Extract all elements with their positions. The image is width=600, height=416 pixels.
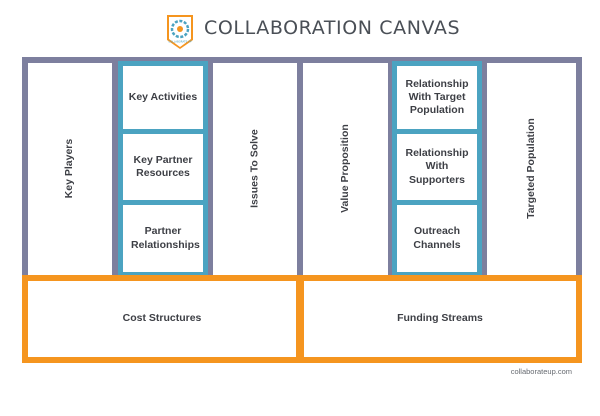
block-partner-relationships: Partner Relationships bbox=[123, 205, 203, 272]
block-outreach-channels: Outreach Channels bbox=[397, 205, 477, 272]
block-issues-to-solve: Issues To Solve bbox=[213, 63, 297, 275]
collaborate-up-logo: COLLABORATE UP bbox=[167, 15, 193, 49]
block-key-activities: Key Activities bbox=[123, 66, 203, 129]
svg-text:COLLABORATE UP: COLLABORATE UP bbox=[168, 40, 192, 44]
block-key-players: Key Players bbox=[28, 63, 112, 275]
block-relationship-supporters: Relationship With Supporters bbox=[397, 134, 477, 200]
page-title: COLLABORATION CANVAS bbox=[204, 17, 461, 39]
footer-url: collaborateup.com bbox=[510, 367, 572, 376]
block-targeted-population: Targeted Population bbox=[487, 63, 576, 275]
collaboration-canvas: Key Players Key Activities Key Partner R… bbox=[22, 57, 582, 363]
block-value-proposition: Value Proposition bbox=[303, 63, 388, 275]
block-cost-structures: Cost Structures bbox=[28, 281, 296, 357]
block-funding-streams: Funding Streams bbox=[304, 281, 576, 357]
block-key-partner-resources: Key Partner Resources bbox=[123, 134, 203, 200]
block-relationship-target-population: Relationship With Target Population bbox=[397, 66, 477, 129]
